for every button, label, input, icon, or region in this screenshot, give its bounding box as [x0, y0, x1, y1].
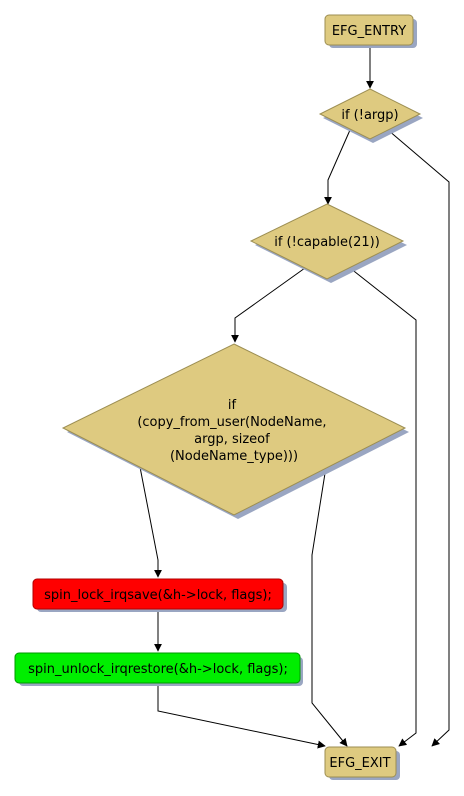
edge-if-argp-to-exit: [387, 129, 450, 747]
node-if-copy-from-user: if (copy_from_user(NodeName, argp, sizeo…: [61, 343, 409, 519]
node-if-capable-label: if (!capable(21)): [274, 235, 380, 250]
node-if-argp: if (!argp): [318, 88, 423, 143]
node-efg-exit: EFG_EXIT: [324, 746, 400, 780]
condition-line-2: (copy_from_user(NodeName,: [137, 415, 326, 430]
edge-spin-unlock-to-exit: [157, 684, 326, 749]
edge-if-copy-to-exit: [311, 466, 348, 747]
edges: [139, 45, 450, 749]
edge-if-copy-to-spin-lock: [139, 466, 162, 578]
edge-if-capable-to-if-copy: [231, 267, 306, 343]
node-efg-entry-label: EFG_ENTRY: [332, 24, 406, 39]
node-box: [14, 652, 301, 684]
edge-if-argp-to-if-capable: [324, 129, 351, 205]
node-diamond: [61, 343, 407, 516]
node-spin-lock-label: spin_lock_irqsave(&h->lock, flags);: [44, 588, 272, 603]
condition-line-1: if: [228, 398, 237, 413]
edge-if-capable-to-exit: [349, 267, 417, 747]
node-box: [324, 746, 397, 778]
node-if-copy-from-user-label: if (copy_from_user(NodeName, argp, sizeo…: [137, 398, 330, 464]
node-if-argp-label: if (!argp): [341, 108, 398, 123]
node-spin-unlock-label: spin_unlock_irqrestore(&h->lock, flags);: [28, 662, 288, 677]
node-if-capable: if (!capable(21)): [249, 203, 407, 283]
condition-line-3: argp, sizeof: [194, 432, 270, 447]
node-box: [324, 14, 414, 46]
node-efg-exit-label: EFG_EXIT: [329, 756, 390, 771]
node-diamond: [318, 88, 422, 140]
node-spin-unlock-irqrestore: spin_unlock_irqrestore(&h->lock, flags);: [14, 652, 303, 686]
node-diamond: [249, 203, 405, 280]
node-box: [32, 578, 284, 610]
node-efg-entry: EFG_ENTRY: [324, 14, 417, 48]
node-spin-lock-irqsave: spin_lock_irqsave(&h->lock, flags);: [32, 578, 287, 612]
condition-line-4: (NodeName_type))): [170, 449, 298, 464]
